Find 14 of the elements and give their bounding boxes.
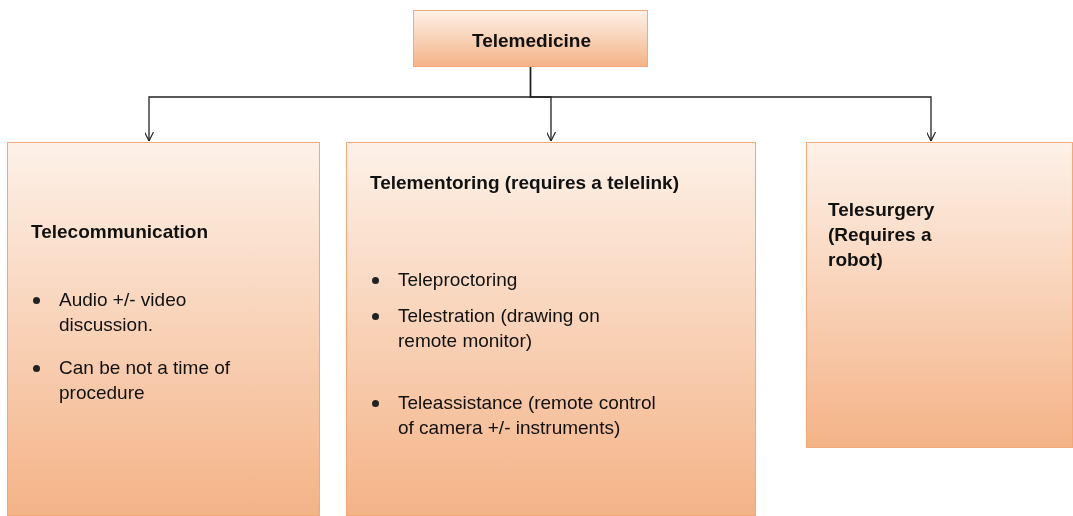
- bullet-item: Can be not a time of procedure: [31, 355, 231, 405]
- bullet-item: Audio +/- video discussion.: [31, 287, 231, 337]
- heading: Telesurgery (Requires a robot): [828, 198, 936, 272]
- category-box: [346, 142, 756, 516]
- heading: Telementoring (requires a telelink): [370, 171, 680, 195]
- category-box: [7, 142, 320, 516]
- bullet-item: Teleassistance (remote control of camera +/- instruments): [370, 390, 670, 440]
- category-box: [806, 142, 1073, 448]
- heading: Telecommunication: [31, 220, 209, 244]
- bullet-item: Telestration (drawing on remote monitor): [370, 303, 630, 353]
- bullet-item: Teleproctoring: [370, 267, 710, 292]
- root-box: [413, 10, 648, 67]
- heading: Telemedicine: [471, 29, 592, 53]
- connector-arrow: [529, 66, 937, 142]
